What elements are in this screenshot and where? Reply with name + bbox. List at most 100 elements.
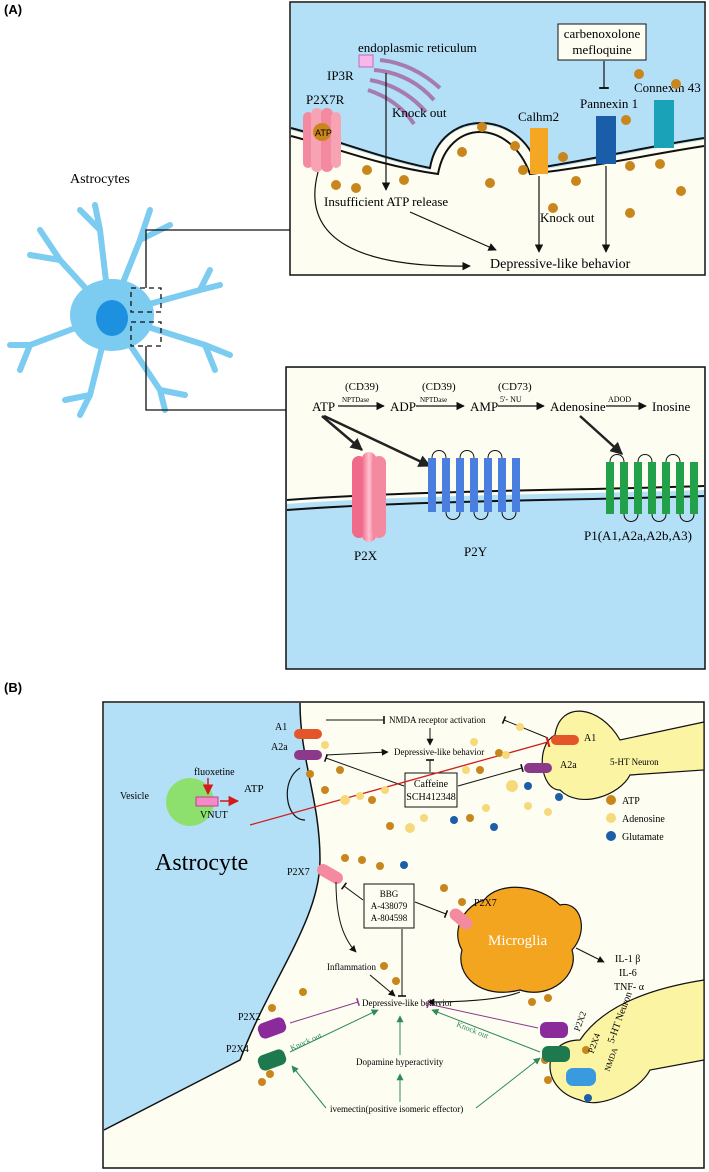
legend-adenosine-dot	[606, 813, 616, 823]
purinergic-pathway-box	[285, 366, 706, 670]
depressive-mid-label: Depressive-like behavior	[362, 998, 452, 1008]
inhibitor-mefloquine: mefloquine	[572, 42, 631, 57]
ip3r-label: IP3R	[327, 68, 354, 83]
bbg-to-p2x7-left	[340, 882, 364, 901]
inosine-label: Inosine	[652, 399, 691, 414]
calhm2-knockout-label: Knock out	[540, 210, 595, 225]
pannexin-label: Pannexin 1	[580, 96, 638, 111]
a438079-label: A-438079	[371, 901, 408, 911]
nmda-receptor-right-icon	[566, 1068, 596, 1086]
microglia-label: Microglia	[488, 933, 547, 949]
caffeine-label: Caffeine	[414, 779, 449, 790]
vesicle-label: Vesicle	[120, 791, 149, 802]
atp-to-p2y-arrow	[323, 414, 432, 468]
ivermectin-label: ivemectin(positive isomeric effector)	[330, 1104, 463, 1114]
p2x2-left-label: P2X2	[238, 1012, 261, 1023]
a2a-receptor-left-icon	[294, 750, 322, 760]
p2x4-left-knockout-arrow	[289, 1009, 379, 1053]
p2x7r-atp-label: ATP	[315, 128, 332, 138]
connexin-channel-icon	[654, 100, 674, 148]
il6-label: IL-6	[619, 968, 637, 979]
p2x7-receptor-right-icon	[449, 908, 473, 930]
cd73-label: (CD73)	[498, 381, 532, 393]
bbg-to-p2x7-right	[414, 901, 449, 919]
bbg-box	[363, 883, 415, 929]
inflammation-to-depressive-arrow	[369, 974, 396, 997]
vnut-transporter-icon	[195, 796, 219, 807]
microglia-cell-icon	[457, 886, 582, 993]
a804598-label: A-804598	[371, 913, 408, 923]
p2x4-receptor-left-icon	[257, 1049, 287, 1071]
nptdase-label-1: NPTDase	[342, 396, 369, 404]
a2a-right-label: A2a	[560, 760, 577, 771]
caffeine-box	[404, 772, 458, 808]
neuron-top-label: 5-HT Neuron	[610, 757, 659, 767]
legend-atp-label: ATP	[622, 796, 640, 807]
vnut-label: VNUT	[200, 810, 228, 821]
a2a-to-depressive-arrow	[325, 748, 389, 756]
caffeine-to-a2a-left	[323, 753, 405, 787]
astrocyte-label-b: Astrocyte	[155, 850, 248, 876]
p2x7r-label: P2X7R	[306, 92, 345, 107]
depressive-top-b: Depressive-like behavior	[394, 747, 484, 757]
legend-atp-dot	[606, 795, 616, 805]
adod-label: ADOD	[608, 395, 631, 404]
atp-label-bottom: ATP	[312, 399, 335, 414]
a2a-receptor-right-icon	[524, 763, 552, 773]
legend-adenosine-label: Adenosine	[622, 814, 665, 825]
p2x7r-to-depressive-arrow	[314, 171, 471, 271]
p2x2-left-inhibit	[289, 997, 360, 1024]
depressive-top-a: Depressive-like behavior	[490, 257, 631, 272]
cd39-label-1: (CD39)	[345, 381, 379, 393]
inhibitor-carbenoxolone: carbenoxolone	[564, 26, 641, 41]
nu-label: 5'- NU	[500, 395, 522, 404]
microglia-to-depressive-arrow	[427, 991, 521, 1006]
p2y-receptor-icon	[428, 450, 520, 520]
calhm2-channel-icon	[530, 128, 548, 174]
atp-release-label: ATP	[244, 783, 264, 795]
p2x4-left-label: P2X4	[226, 1044, 249, 1055]
er-label: endoplasmic reticulum	[358, 40, 477, 55]
panel-a-label: (A)	[4, 2, 22, 17]
p2x-channel-icon	[352, 452, 386, 542]
p2x7-right-label: P2X7	[474, 898, 497, 909]
nptdase-label-2: NPTDase	[420, 396, 447, 404]
p1-label: P1(A1,A2a,A2b,A3)	[584, 528, 692, 543]
atp-to-p2x-arrow	[321, 415, 363, 451]
ivermectin-to-p2x4-right-arrow	[475, 1057, 541, 1109]
legend-glutamate-label: Glutamate	[622, 832, 664, 843]
a1-receptor-right-icon	[551, 735, 579, 745]
p2x7-receptor-left-icon	[317, 864, 343, 884]
adenosine-to-p1-arrow	[579, 415, 623, 455]
inflammation-label: Inflammation	[327, 962, 376, 972]
nmda-activation-label: NMDA receptor activation	[389, 715, 486, 725]
panel-b-label: (B)	[4, 680, 22, 695]
connexin-label: Connexin 43	[634, 80, 701, 95]
insufficient-to-depressive-arrow	[409, 211, 497, 251]
p2y-label: P2Y	[464, 544, 488, 559]
adenosine-label: Adenosine	[550, 399, 606, 414]
bbg-label: BBG	[380, 889, 399, 899]
p2x2-receptor-left-icon	[257, 1017, 287, 1039]
p2x2-right-inhibit	[426, 999, 539, 1029]
p2x-label: P2X	[354, 548, 378, 563]
legend-glutamate-dot	[606, 831, 616, 841]
tnf-label: TNF- α	[614, 982, 645, 993]
panel-b-background	[102, 701, 705, 1169]
adp-label: ADP	[390, 399, 416, 414]
er-knockout-label: Knock out	[392, 105, 447, 120]
endoplasmic-reticulum-icon	[367, 58, 442, 126]
microglia-to-cytokines-arrow	[575, 947, 605, 963]
fluoxetine-label: fluoxetine	[194, 767, 235, 778]
vesicle-icon	[166, 778, 214, 826]
p2x7r-channel-icon	[303, 108, 341, 172]
a1-right-label: A1	[584, 733, 596, 744]
p2x2-receptor-right-icon	[540, 1022, 568, 1038]
calhm2-label: Calhm2	[518, 109, 559, 124]
p2x7-left-label: P2X7	[287, 867, 310, 878]
sch412348-label: SCH412348	[406, 792, 455, 803]
a1-left-label: A1	[275, 722, 287, 733]
il1-label: IL-1 β	[615, 954, 640, 965]
inhibitor-box	[557, 23, 647, 61]
